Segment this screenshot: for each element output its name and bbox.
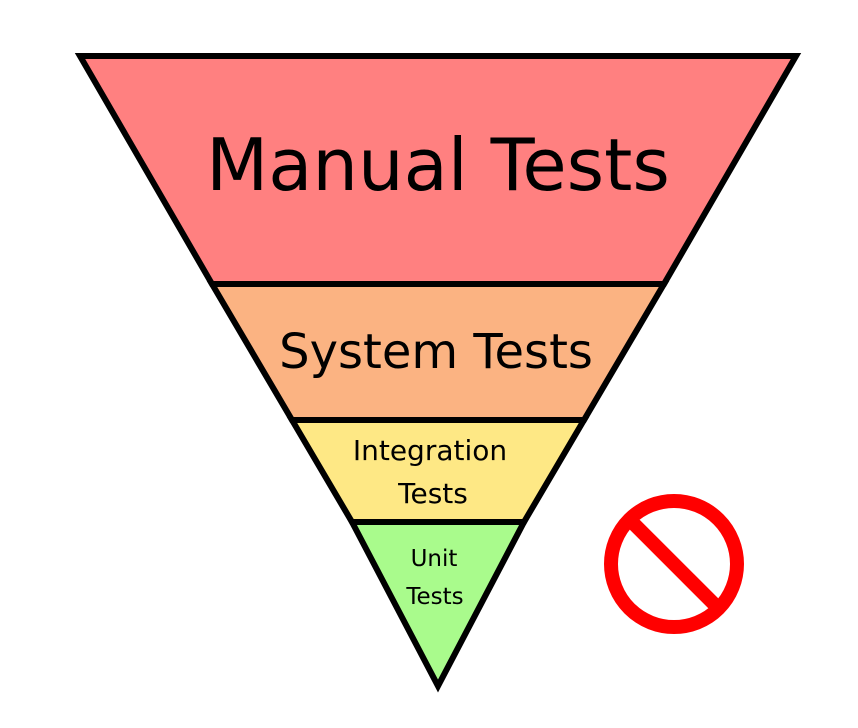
layer-system-tests-label: System Tests xyxy=(279,324,593,380)
layer-unit-tests: Unit Tests xyxy=(347,519,529,693)
layer-manual-tests-label: Manual Tests xyxy=(206,123,670,207)
layer-integration-tests-label-line-1: Integration xyxy=(353,434,507,467)
layer-system-tests: System Tests xyxy=(206,281,670,423)
layer-unit-tests-shape xyxy=(347,519,529,693)
prohibited-icon xyxy=(604,494,744,634)
layer-unit-tests-label-line-2: Tests xyxy=(405,584,463,610)
layer-integration-tests-label-line-2: Tests xyxy=(397,477,468,510)
layer-integration-tests: Integration Tests xyxy=(286,417,590,525)
layer-unit-tests-label-line-1: Unit xyxy=(411,546,458,572)
layer-manual-tests: Manual Tests xyxy=(74,53,802,287)
